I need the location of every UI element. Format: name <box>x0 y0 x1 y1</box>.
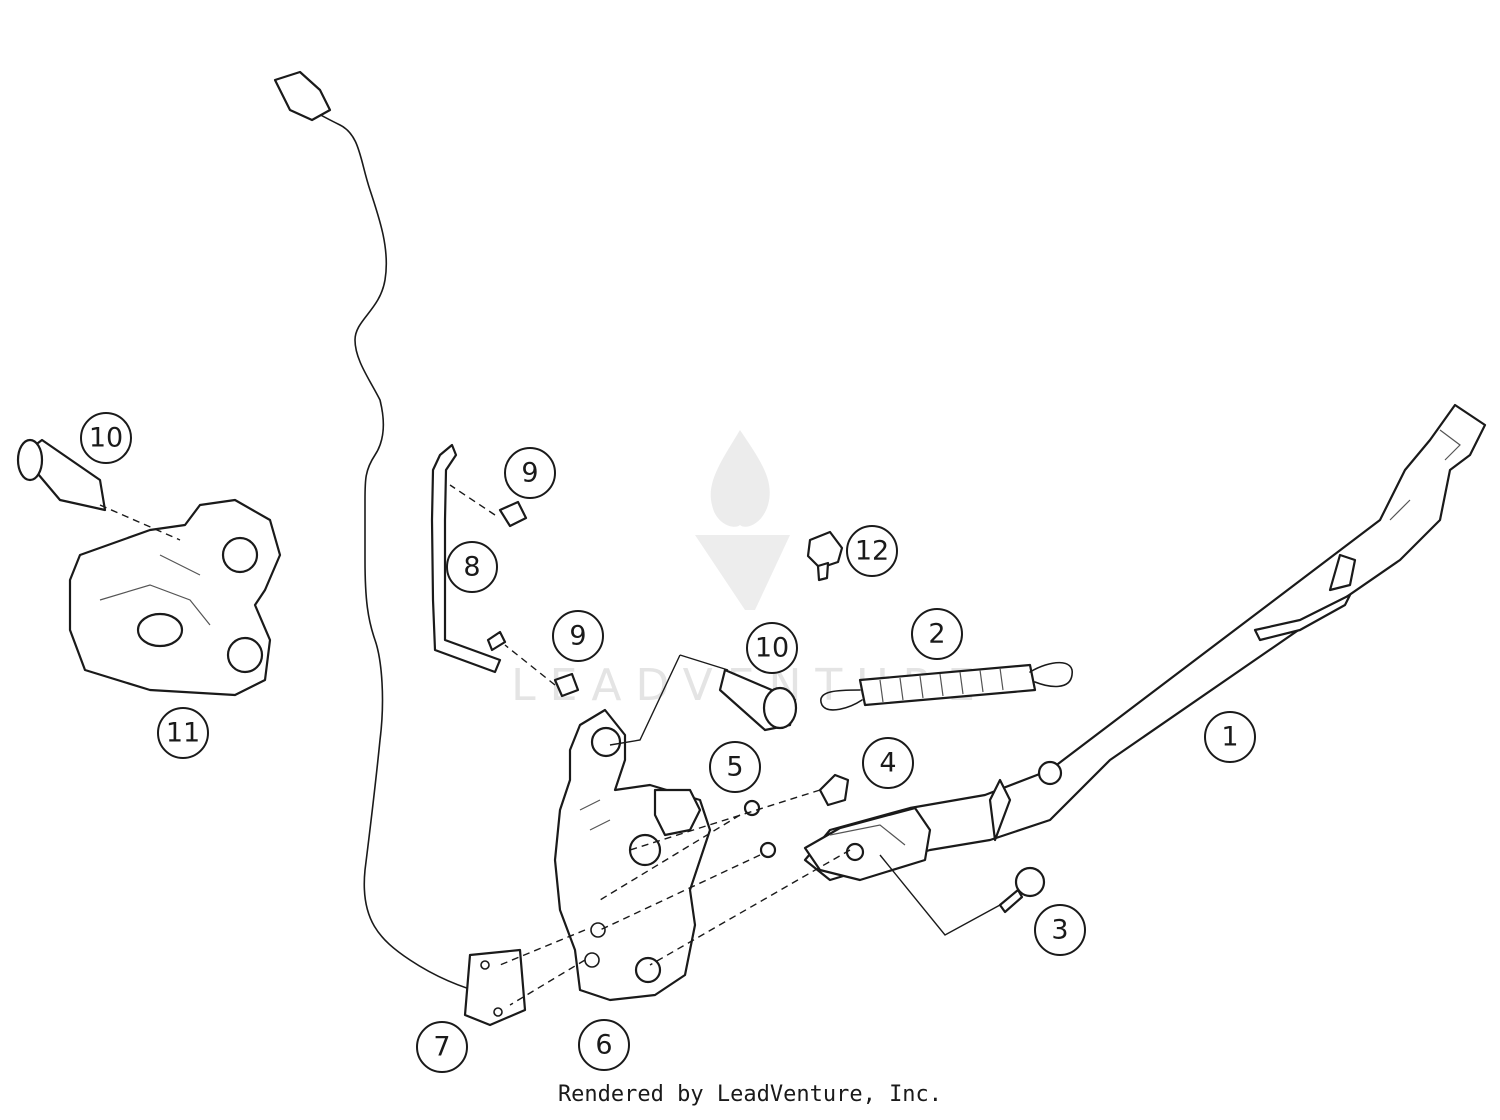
part-housing[interactable] <box>68 498 282 697</box>
callout-10b[interactable]: 10 <box>746 622 798 674</box>
svg-text:5: 5 <box>726 752 743 783</box>
callouts: 1 2 3 4 5 6 7 8 <box>80 412 1256 1073</box>
svg-text:6: 6 <box>595 1030 612 1061</box>
callout-1[interactable]: 1 <box>1204 711 1256 763</box>
svg-text:10: 10 <box>755 633 789 664</box>
callout-3[interactable]: 3 <box>1034 904 1086 956</box>
part-bolt-3[interactable] <box>998 866 1046 914</box>
svg-text:3: 3 <box>1051 915 1068 946</box>
part-cable-bracket[interactable] <box>430 443 502 674</box>
callout-11[interactable]: 11 <box>157 707 209 759</box>
part-bracket[interactable] <box>553 708 712 1002</box>
part-screw-12[interactable] <box>806 530 844 582</box>
svg-text:11: 11 <box>166 718 200 749</box>
svg-text:8: 8 <box>463 552 480 583</box>
watermark-flame-icon <box>710 430 770 527</box>
svg-text:1: 1 <box>1221 722 1238 753</box>
svg-text:2: 2 <box>928 619 945 650</box>
svg-text:12: 12 <box>855 536 889 567</box>
watermark-v-icon <box>695 535 790 610</box>
callout-2[interactable]: 2 <box>911 608 963 660</box>
svg-text:9: 9 <box>569 621 586 652</box>
callout-4[interactable]: 4 <box>862 737 914 789</box>
part-bushing-10[interactable] <box>16 438 798 732</box>
svg-text:4: 4 <box>879 748 896 779</box>
callout-10a[interactable]: 10 <box>80 412 132 464</box>
part-rubber-stop[interactable] <box>818 773 850 807</box>
part-bolt-5[interactable] <box>743 799 777 859</box>
part-sensor-cable[interactable] <box>273 70 527 1027</box>
callout-9b[interactable]: 9 <box>552 610 604 662</box>
callout-7[interactable]: 7 <box>416 1021 468 1073</box>
callout-12[interactable]: 12 <box>846 525 898 577</box>
callout-6[interactable]: 6 <box>578 1019 630 1071</box>
svg-text:10: 10 <box>89 423 123 454</box>
svg-text:9: 9 <box>521 458 538 489</box>
part-screw-9[interactable] <box>486 500 580 698</box>
svg-text:7: 7 <box>433 1032 450 1063</box>
part-spring[interactable] <box>820 661 1073 711</box>
part-side-stand[interactable] <box>803 403 1487 882</box>
callout-5[interactable]: 5 <box>709 741 761 793</box>
leader-lines <box>99 484 1001 1006</box>
footer-credit: Rendered by LeadVenture, Inc. <box>557 1082 943 1107</box>
callout-8[interactable]: 8 <box>446 541 498 593</box>
watermark: LEADVENTURE <box>511 430 975 711</box>
callout-9a[interactable]: 9 <box>504 447 556 499</box>
